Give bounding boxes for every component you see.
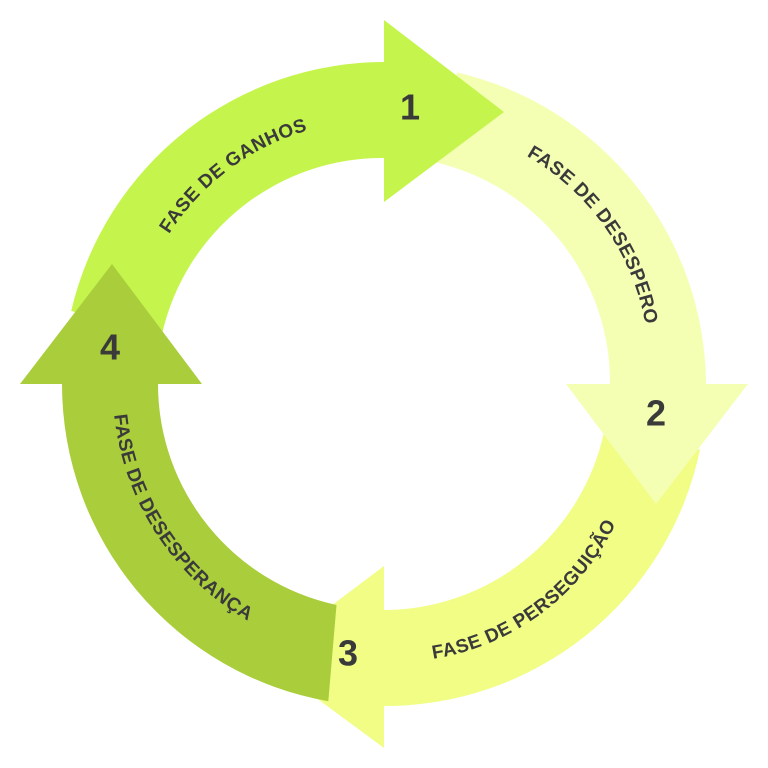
step-number-3: 3 [338,633,358,674]
arrow-segment-4 [20,264,337,702]
step-number-1: 1 [400,87,420,128]
step-number-4: 4 [100,327,120,368]
step-number-2: 2 [646,393,666,434]
arrow-segment-1 [71,20,504,334]
arrow-segment-2 [435,72,748,504]
